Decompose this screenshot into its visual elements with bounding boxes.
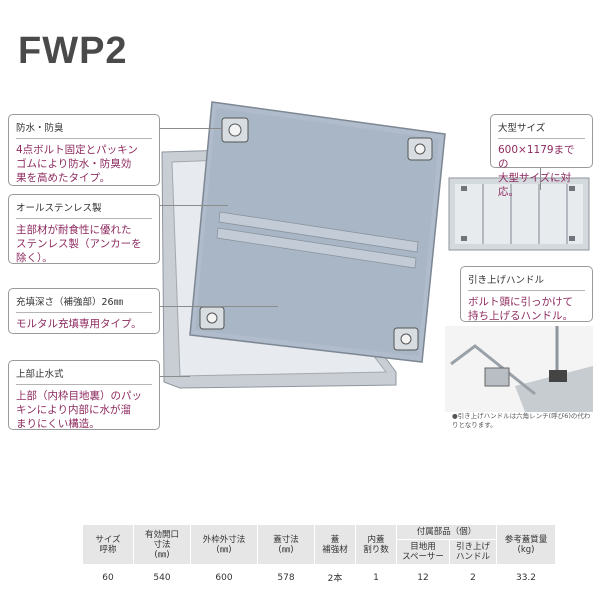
cell-reinforce: 2本 bbox=[327, 574, 343, 584]
large-size-image bbox=[448, 177, 590, 251]
cell-lid: 578 bbox=[277, 572, 295, 583]
callout-stainless-body: 主部材が耐食性に優れた ステンレス製（アンカーを 除く）。 bbox=[16, 224, 142, 264]
callout-handle: 引き上げハンドル ボルト頭に引っかけて 持ち上げるハンドル。 bbox=[460, 266, 593, 322]
cell-spacer: 12 bbox=[417, 572, 429, 583]
handle-note: ●引き上げハンドルは六角レンチ(呼び6)の代わりとなります。 bbox=[452, 412, 591, 429]
callout-handle-body: ボルト頭に引っかけて 持ち上げるハンドル。 bbox=[468, 296, 573, 322]
callout-top-stop-body: 上部（内枠目地裏）のパッ キンにより内部に水が溜 まりにくい構造。 bbox=[16, 390, 142, 430]
callout-waterproof-head: 防水・防臭 bbox=[16, 120, 152, 139]
callout-depth-head: 充填深さ（補強部）26㎜ bbox=[16, 294, 152, 313]
th-size: サイズ呼称 bbox=[82, 524, 134, 565]
callout-stainless-head: オールステンレス製 bbox=[16, 200, 152, 219]
th-handle: 引き上げハンドル bbox=[449, 539, 497, 565]
leader-waterproof bbox=[160, 128, 222, 129]
callout-handle-head: 引き上げハンドル bbox=[468, 272, 585, 291]
callout-top-stop-head: 上部止水式 bbox=[16, 366, 152, 385]
table-row: 60 540 600 578 2本 1 12 2 33.2 bbox=[83, 565, 556, 591]
leader-top-stop bbox=[160, 376, 190, 377]
product-title: FWP2 bbox=[18, 30, 128, 72]
th-lid: 蓋寸法(㎜) bbox=[257, 524, 315, 565]
callout-stainless: オールステンレス製 主部材が耐食性に優れた ステンレス製（アンカーを 除く）。 bbox=[8, 194, 160, 264]
product-illustration bbox=[161, 101, 446, 389]
th-spacer: 目地用スペーサー bbox=[396, 539, 450, 565]
cell-size: 60 bbox=[102, 572, 114, 583]
callout-depth-body: モルタル充填専用タイプ。 bbox=[16, 318, 142, 330]
th-reinforce: 蓋補強材 bbox=[314, 524, 356, 565]
th-weight: 参考蓋質量(kg) bbox=[496, 524, 556, 565]
callout-top-stop: 上部止水式 上部（内枠目地裏）のパッ キンにより内部に水が溜 まりにくい構造。 bbox=[8, 360, 160, 430]
cell-opening: 540 bbox=[153, 572, 171, 583]
th-accessory-group: 付属部品（個） bbox=[396, 524, 497, 540]
th-inner: 内蓋割り数 bbox=[355, 524, 397, 565]
th-opening: 有効開口寸法(㎜) bbox=[133, 524, 191, 565]
cell-outer: 600 bbox=[215, 572, 233, 583]
cell-handle: 2 bbox=[470, 572, 476, 583]
handle-image bbox=[445, 326, 593, 412]
cell-weight: 33.2 bbox=[515, 572, 537, 583]
leader-depth bbox=[160, 306, 278, 307]
leader-large-size bbox=[540, 168, 541, 190]
cell-inner: 1 bbox=[373, 572, 379, 583]
callout-depth: 充填深さ（補強部）26㎜ モルタル充填専用タイプ。 bbox=[8, 288, 160, 334]
callout-waterproof: 防水・防臭 4点ボルト固定とパッキン ゴムにより防水・防臭効 果を高めたタイプ。 bbox=[8, 114, 160, 186]
callout-large-size-body: 600×1179までの 大型サイズに対応。 bbox=[498, 144, 575, 198]
leader-stainless bbox=[160, 205, 228, 206]
th-outer: 外枠外寸法(㎜) bbox=[190, 524, 258, 565]
spec-table: サイズ呼称 有効開口寸法(㎜) 外枠外寸法(㎜) 蓋寸法(㎜) 蓋補強材 内蓋割… bbox=[82, 524, 556, 590]
callout-large-size: 大型サイズ 600×1179までの 大型サイズに対応。 bbox=[490, 114, 593, 198]
callout-waterproof-body: 4点ボルト固定とパッキン ゴムにより防水・防臭効 果を高めたタイプ。 bbox=[16, 144, 138, 184]
callout-large-size-head: 大型サイズ bbox=[498, 120, 585, 139]
